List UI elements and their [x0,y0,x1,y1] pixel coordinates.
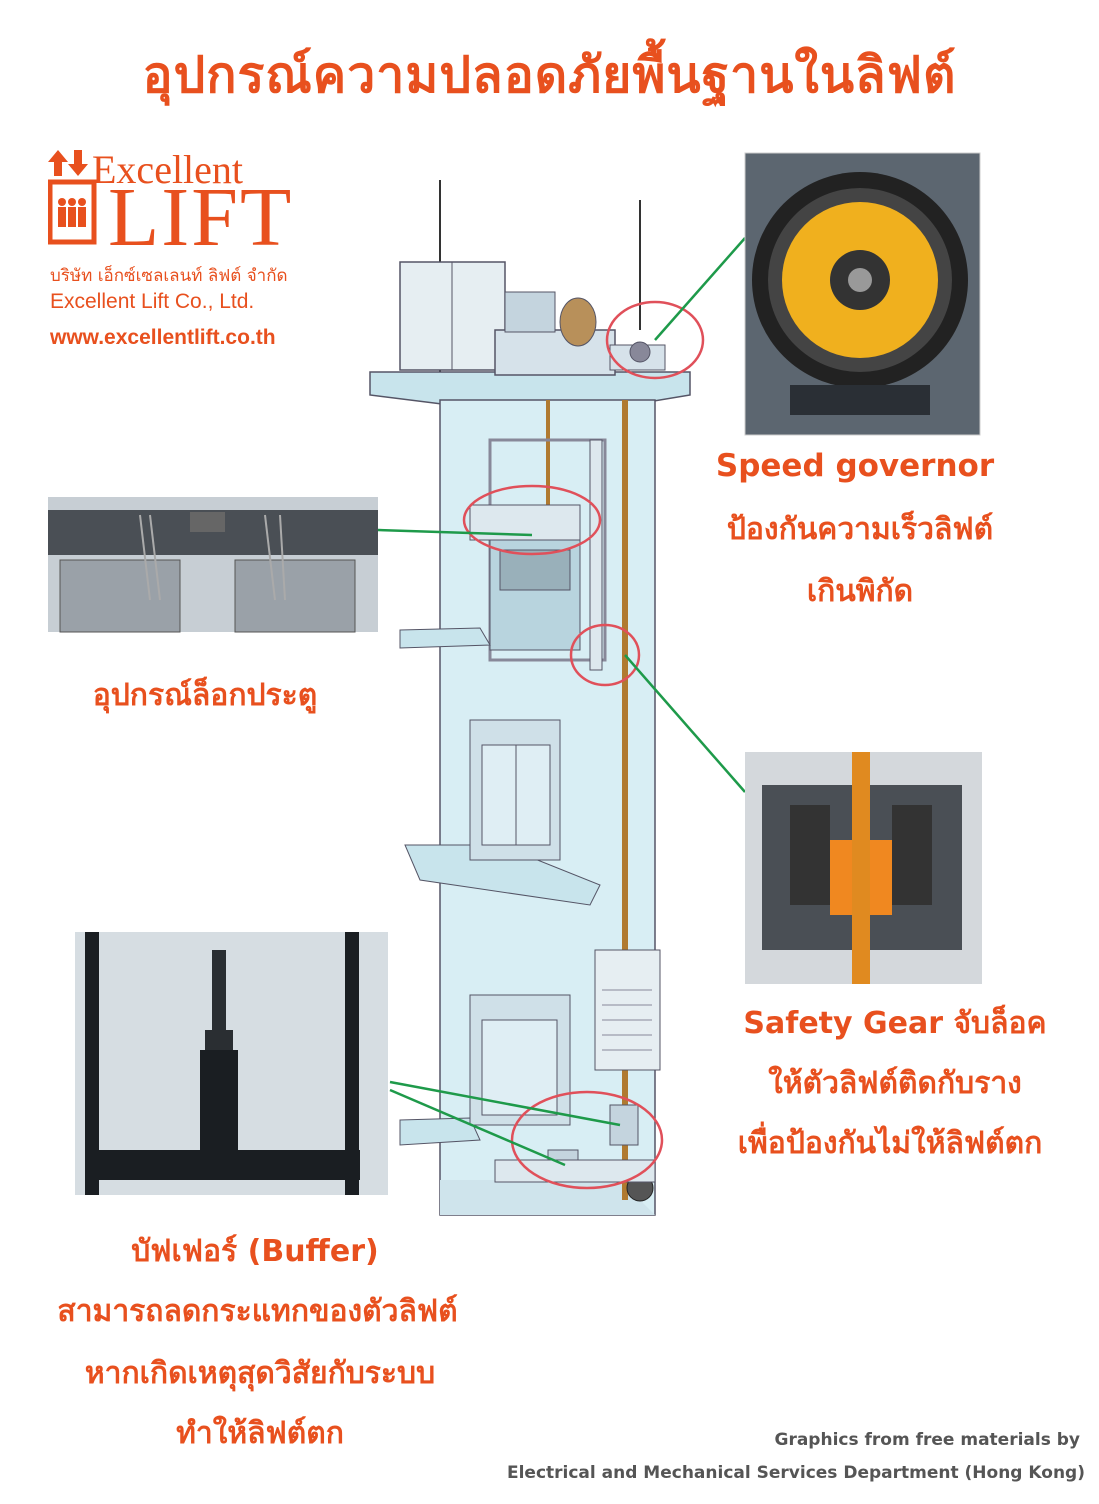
label-buffer-3: หากเกิดเหตุสุดวิสัยกับระบบ [84,1356,436,1391]
label-speed-governor-desc-1: ป้องกันความเร็วลิฟต์ [726,512,994,547]
label-safety-gear-2: ให้ตัวลิฟต์ติดกับราง [768,1066,1022,1101]
connector-lines [377,237,746,1167]
door-lock-photo [48,497,378,633]
company-logo [48,150,97,245]
company-name-thai: บริษัท เอ็กซ์เซลเลนท์ ลิฟต์ จำกัด [50,266,288,286]
page-title: อุปกรณ์ความปลอดภัยพื้นฐานในลิฟต์ [142,46,957,104]
speed-governor-photo [744,152,981,436]
elevator-box-icon [48,179,97,245]
credit-line-2: Electrical and Mechanical Services Depar… [506,1463,1085,1483]
company-name-english: Excellent Lift Co., Ltd. [50,290,255,313]
label-door-lock: อุปกรณ์ล็อกประตู [92,678,318,713]
machine-room [369,261,691,406]
sheave [559,297,597,347]
up-down-arrows-icon [48,150,88,176]
label-speed-governor-desc-2: เกินพิกัด [806,574,914,609]
credit-line-1: Graphics from free materials by [774,1430,1080,1450]
label-safety-gear-1: Safety Gear จับล็อค [743,1006,1047,1041]
traction-machine [494,329,616,376]
label-buffer-2: สามารถลดกระแทกของตัวลิฟต์ [57,1294,458,1329]
elevator-shaft [399,399,661,1216]
highlight-circles [462,300,705,1190]
buffer-photo [75,932,388,1195]
logo-word-excellent: Excellent [92,147,244,192]
logo-word-lift: LIFT [108,171,294,264]
safety-gear-photo [745,752,982,984]
company-website: www.excellentlift.co.th [50,326,276,349]
counterweight [594,949,661,1071]
label-speed-governor: Speed governor [715,448,995,484]
label-buffer-1: บัฟเฟอร์ (Buffer) [131,1234,379,1269]
label-buffer-4: ทำให้ลิฟต์ตก [176,1416,344,1451]
label-safety-gear-3: เพื่อป้องกันไม่ให้ลิฟต์ตก [737,1126,1043,1161]
